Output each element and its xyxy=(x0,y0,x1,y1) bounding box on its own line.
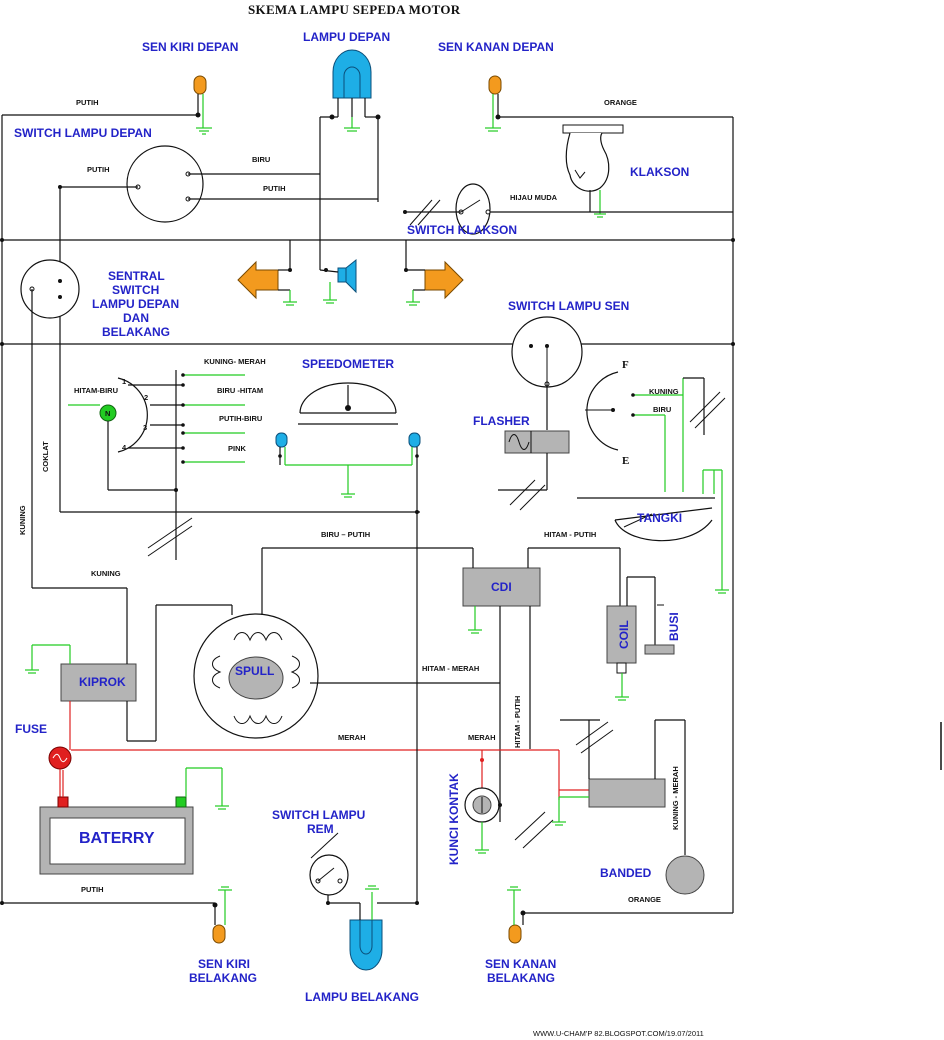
frame-wires xyxy=(0,114,735,914)
gear-position-switch: 1 2 3 4 N xyxy=(68,370,245,560)
fuel-full-marker: F xyxy=(622,359,629,371)
wire-label-merah-1: MERAH xyxy=(338,733,366,742)
busi-label: BUSI xyxy=(667,612,681,641)
wire-label-hitam-putih-v: HITAM - PUTIH xyxy=(513,696,522,748)
brake-light-switch xyxy=(309,832,360,905)
sen-kanan-depan-label: SEN KANAN DEPAN xyxy=(438,40,554,54)
turn-signal-switch xyxy=(511,316,583,430)
wire-label-kuning-mid: KUNING xyxy=(91,569,121,578)
sentral-switch-label-1: SENTRAL xyxy=(108,269,165,283)
switch-lampu-rem-label-1: SWITCH LAMPU xyxy=(272,808,365,822)
wire-label-pink: PINK xyxy=(228,444,247,453)
horn-bell xyxy=(665,855,705,895)
switch-lampu-rem-label-2: REM xyxy=(307,822,334,836)
front-right-turn-signal xyxy=(485,75,502,132)
headlamp xyxy=(319,49,381,270)
left-turn-indicator xyxy=(237,240,297,306)
wire-label-putih-sw2: PUTIH xyxy=(263,184,286,193)
klakson-label: KLAKSON xyxy=(630,165,689,179)
wire-label-orange-bottom: ORANGE xyxy=(628,895,661,904)
sentral-switch-label-4: DAN xyxy=(123,311,149,325)
wire-label-coklat: COKLAT xyxy=(41,441,50,472)
rear-right-turn-signal xyxy=(507,886,526,944)
spull-label: SPULL xyxy=(235,664,274,678)
starter-relay xyxy=(552,719,686,855)
sentral-switch-label-2: SWITCH xyxy=(112,283,159,297)
sen-kiri-belakang-label-1: SEN KIRI xyxy=(198,957,250,971)
kunci-kontak-label: KUNCI KONTAK xyxy=(447,773,461,865)
tail-lamp xyxy=(349,512,419,971)
sen-kiri-depan-label: SEN KIRI DEPAN xyxy=(142,40,238,54)
sen-kanan-belakang-label-2: BELAKANG xyxy=(487,971,555,985)
speedometer-label: SPEEDOMETER xyxy=(302,357,394,371)
wire-label-hijau-muda: HIJAU MUDA xyxy=(510,193,558,202)
horn-switch xyxy=(403,183,491,235)
wire-label-putih-biru: PUTIH-BIRU xyxy=(219,414,262,423)
sen-kiri-belakang-label-2: BELAKANG xyxy=(189,971,257,985)
wire-label-putih-sw: PUTIH xyxy=(87,165,110,174)
svg-text:3: 3 xyxy=(143,423,147,432)
fuse-label: FUSE xyxy=(15,722,47,736)
spark-plug xyxy=(644,604,675,655)
stator-coil xyxy=(155,548,319,741)
wire-label-kuning-merah-v: KUNING - MERAH xyxy=(671,766,680,830)
speaker-icon xyxy=(319,258,357,304)
coil-label: COIL xyxy=(617,620,631,649)
wire-label-biru-hitam: BIRU -HITAM xyxy=(217,386,263,395)
wire-label-merah-2: MERAH xyxy=(468,733,496,742)
flasher-label: FLASHER xyxy=(473,414,530,428)
lampu-depan-label: LAMPU DEPAN xyxy=(303,30,390,44)
battery xyxy=(39,767,229,875)
svg-text:4: 4 xyxy=(122,443,127,452)
diagram-title: SKEMA LAMPU SEPEDA MOTOR xyxy=(248,2,461,17)
wire-label-hitam-putih: HITAM - PUTIH xyxy=(544,530,596,539)
fuse xyxy=(48,746,589,800)
lampu-belakang-label: LAMPU BELAKANG xyxy=(305,990,419,1004)
horn xyxy=(488,124,733,218)
tangki-label: TANGKI xyxy=(637,511,682,525)
sen-kanan-belakang-label-1: SEN KANAN xyxy=(485,957,556,971)
front-left-turn-signal xyxy=(193,75,212,135)
wire-label-kuning-merah: KUNING- MERAH xyxy=(204,357,266,366)
fuel-empty-marker: E xyxy=(622,455,629,467)
banded-label: BANDED xyxy=(600,866,652,880)
rectifier-regulator xyxy=(25,587,156,750)
wire-label-biru-putih: BIRU – PUTIH xyxy=(321,530,370,539)
speedometer xyxy=(60,382,421,514)
switch-lampu-depan-label: SWITCH LAMPU DEPAN xyxy=(14,126,152,140)
switch-klakson-label: SWITCH KLAKSON xyxy=(407,223,517,237)
wire-label-biru-sen: BIRU xyxy=(653,405,671,414)
switch-lampu-sen-label: SWITCH LAMPU SEN xyxy=(508,299,629,313)
flasher xyxy=(498,430,570,511)
wire-label-putih-bottom: PUTIH xyxy=(81,885,104,894)
ignition-key xyxy=(464,787,554,854)
svg-text:1: 1 xyxy=(122,377,126,386)
wire-label-kuning-left: KUNING xyxy=(18,505,27,535)
central-switch xyxy=(20,259,80,588)
neutral-indicator: N xyxy=(105,409,110,418)
rear-left-turn-signal xyxy=(212,886,232,944)
footer-url: WWW.U-CHAM'P 82.BLOGSPOT.COM/19.07/2011 xyxy=(533,1029,704,1038)
sentral-switch-label-3: LAMPU DEPAN xyxy=(92,297,179,311)
wire-label-biru-sw: BIRU xyxy=(252,155,270,164)
wire-label-putih-top: PUTIH xyxy=(76,98,99,107)
headlight-switch xyxy=(58,145,378,512)
sentral-switch-label-5: BELAKANG xyxy=(102,325,170,339)
wire-label-orange-top: ORANGE xyxy=(604,98,637,107)
svg-text:2: 2 xyxy=(144,393,148,402)
cdi-unit xyxy=(262,547,621,805)
fuel-gauge: F E xyxy=(577,359,729,594)
cdi-label: CDI xyxy=(491,580,512,594)
ignition-coil xyxy=(606,576,656,701)
wire-label-hitam-biru: HITAM-BIRU xyxy=(74,386,118,395)
wire-label-hitam-merah: HITAM - MERAH xyxy=(422,664,479,673)
battery-label: BATERRY xyxy=(79,830,155,847)
right-turn-indicator xyxy=(404,240,464,306)
kiprok-label: KIPROK xyxy=(79,675,126,689)
wire-label-kuning-sen: KUNING xyxy=(649,387,679,396)
